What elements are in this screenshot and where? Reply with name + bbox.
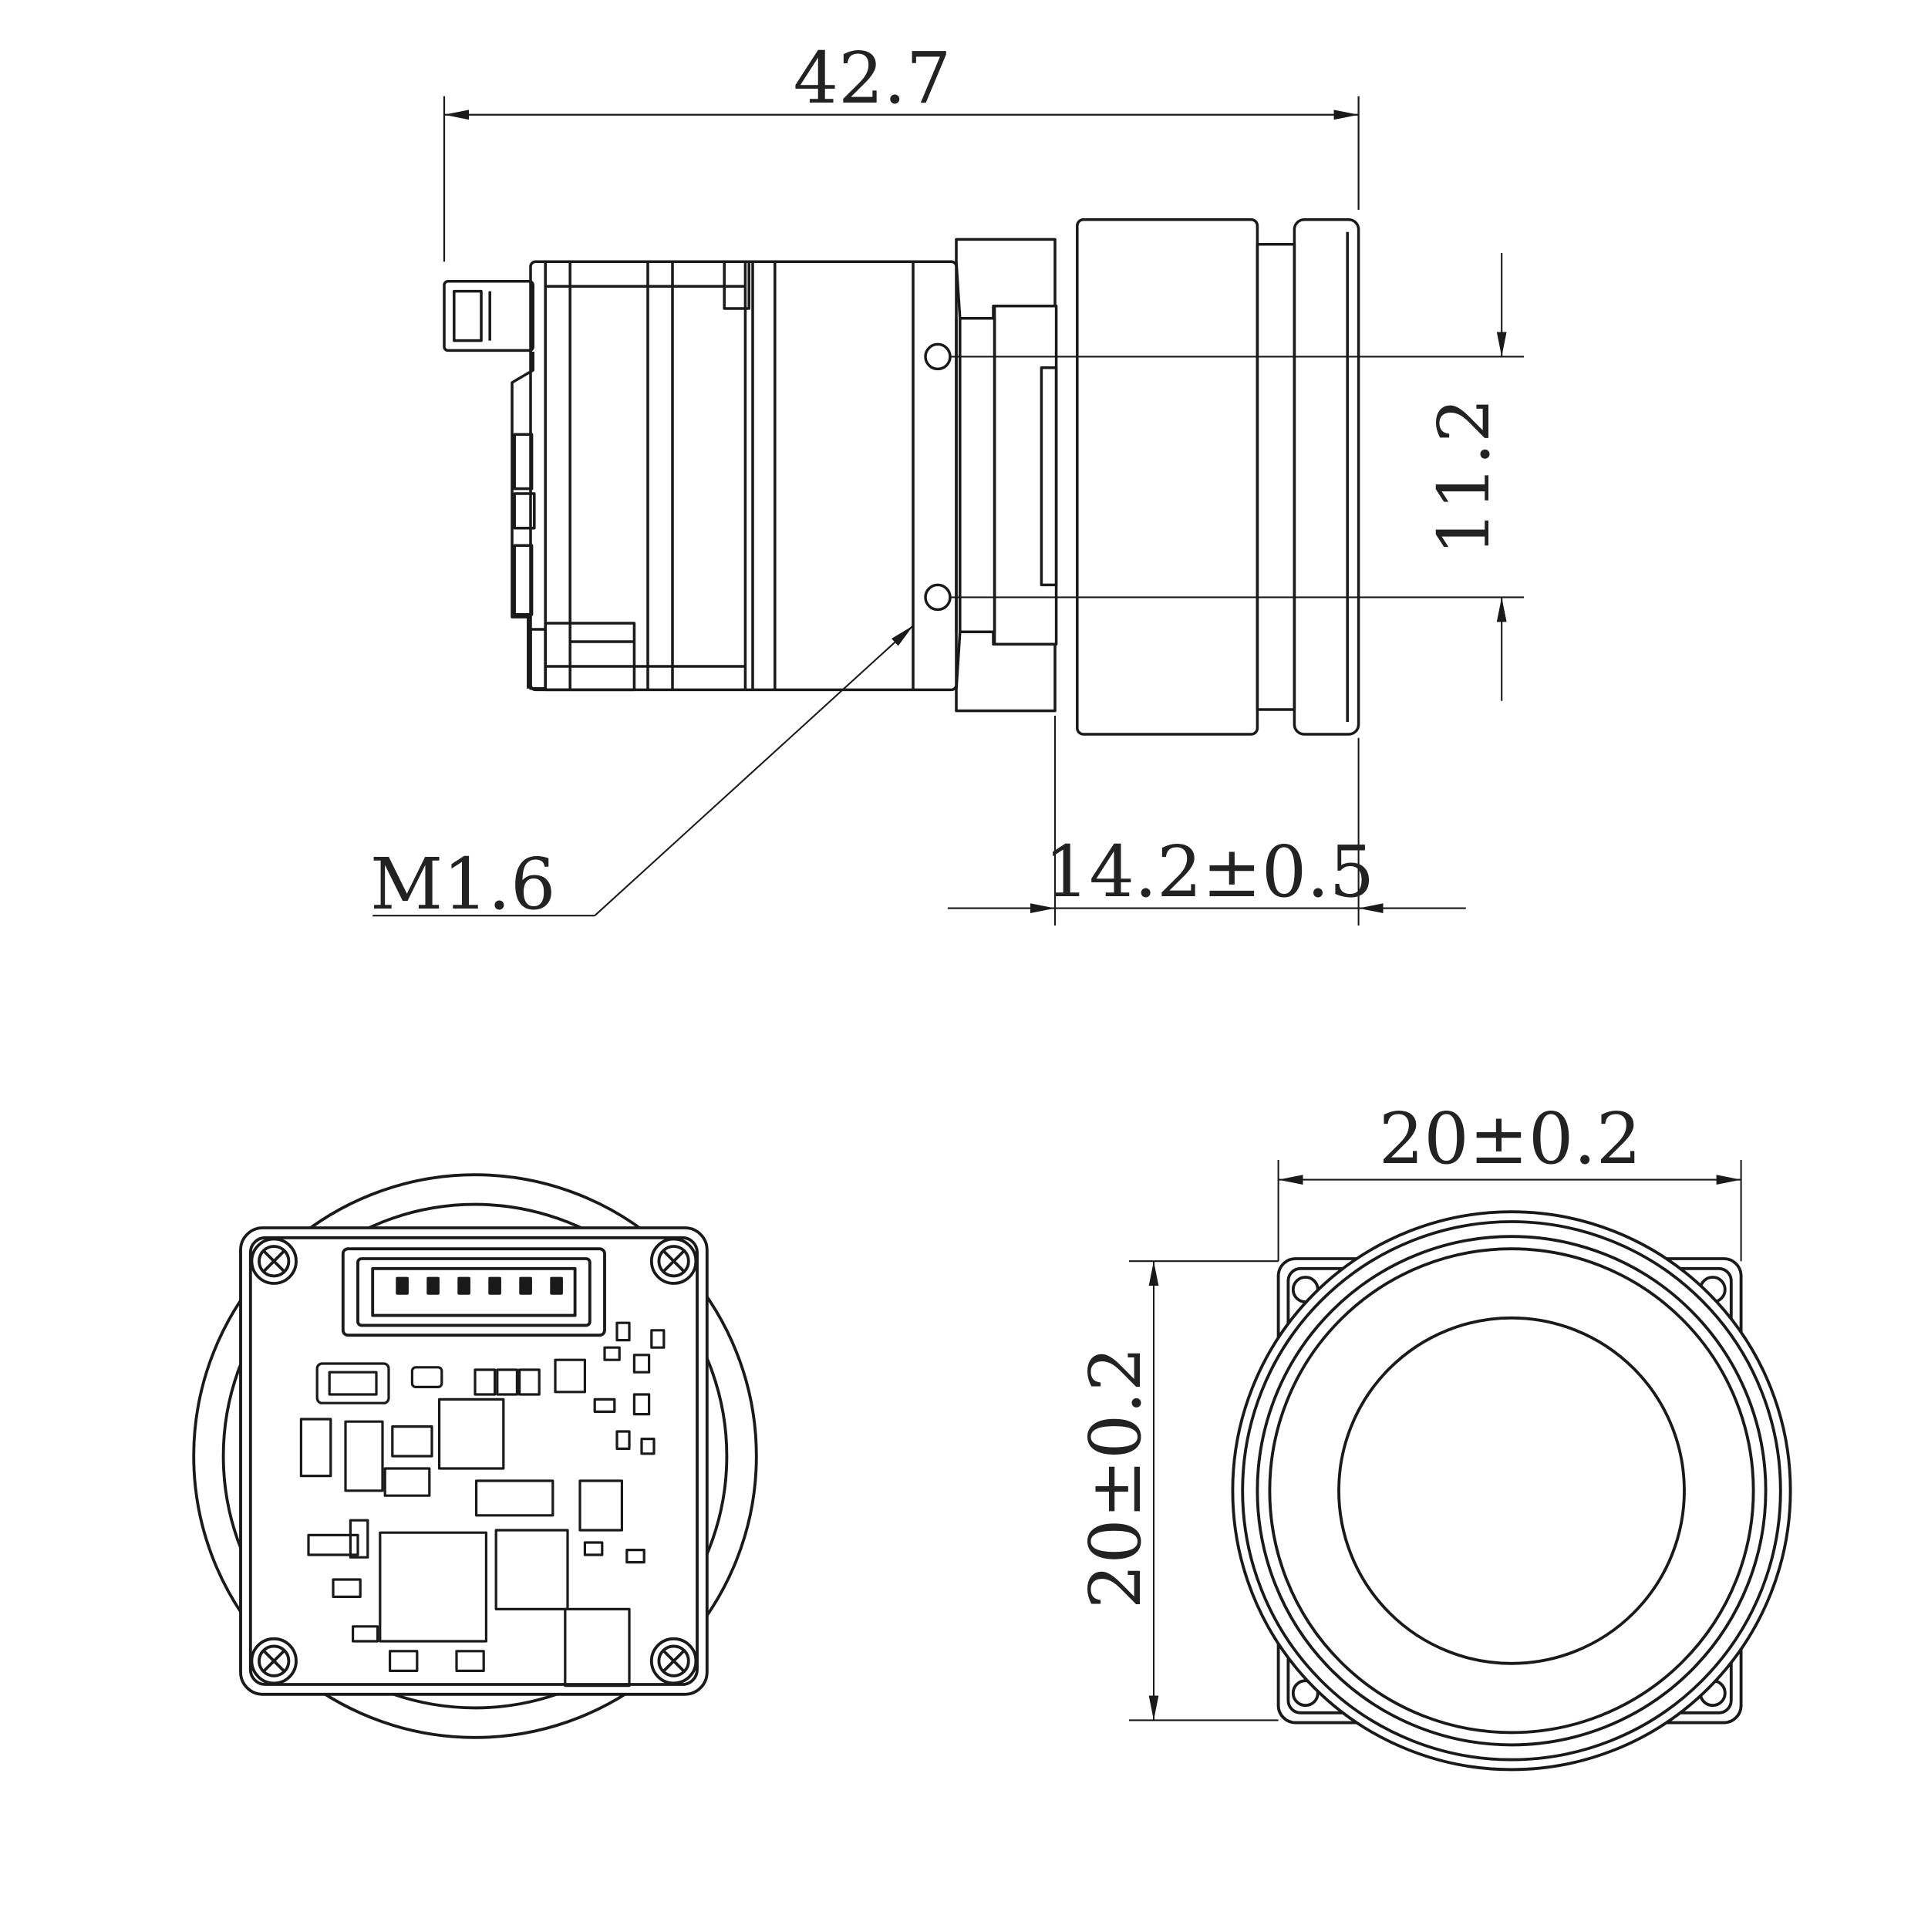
rear-pcb-board bbox=[239, 1226, 709, 1696]
side-view bbox=[372, 96, 1525, 926]
front-view bbox=[1129, 1160, 1792, 1772]
connector-pin bbox=[488, 1276, 501, 1295]
screw-icon bbox=[250, 1637, 298, 1685]
connector-pin bbox=[396, 1276, 409, 1295]
connector-pin bbox=[426, 1276, 440, 1295]
front-lens bbox=[1231, 1210, 1792, 1772]
camera-body-side bbox=[529, 260, 958, 692]
connector-header bbox=[341, 1247, 606, 1337]
label-screw-callout: M1.6 bbox=[370, 843, 556, 926]
screw-icon bbox=[649, 1237, 698, 1285]
rear-view bbox=[192, 1173, 758, 1739]
connector-pin bbox=[457, 1276, 470, 1295]
connector-pin bbox=[519, 1276, 532, 1295]
connector-pin bbox=[550, 1276, 563, 1295]
dimension-front-height bbox=[1129, 1260, 1279, 1721]
label-lens-length: 14.2±0.5 bbox=[1044, 831, 1374, 913]
screw-icon bbox=[250, 1237, 298, 1285]
screw-icon bbox=[649, 1637, 698, 1685]
screw-icon bbox=[250, 1237, 698, 1685]
label-front-width: 20±0.2 bbox=[1379, 1097, 1641, 1180]
dimension-front-width bbox=[1277, 1160, 1742, 1262]
screw-leader bbox=[372, 625, 914, 917]
pcb-components bbox=[299, 1321, 666, 1688]
dimension-lens-length bbox=[947, 716, 1466, 926]
dimension-hole-spacing bbox=[950, 253, 1525, 701]
label-front-height: 20±0.2 bbox=[1074, 1347, 1157, 1609]
label-hole-spacing: 11.2 bbox=[1423, 398, 1505, 556]
rear-lens-ring bbox=[192, 1173, 758, 1739]
label-overall-length: 42.7 bbox=[794, 37, 952, 120]
lens-mount-side bbox=[955, 238, 1058, 713]
lens-side bbox=[1076, 218, 1360, 736]
dimension-overall-length bbox=[443, 96, 1360, 262]
